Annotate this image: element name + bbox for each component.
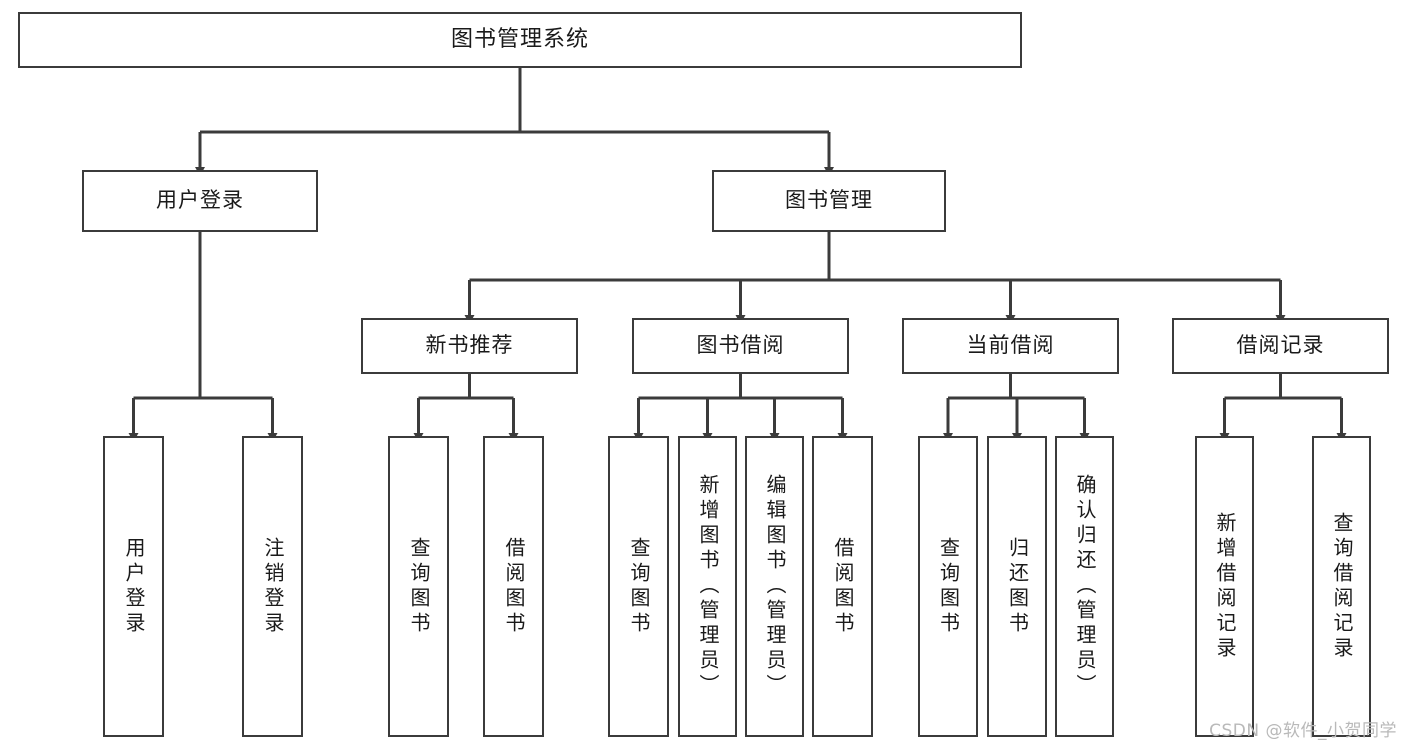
- node-label: 查询图书: [936, 536, 961, 637]
- node-leaf-user-login[interactable]: 用户登录: [103, 436, 164, 737]
- node-leaf-query-book-borrow[interactable]: 查询图书: [608, 436, 669, 737]
- node-leaf-return-book[interactable]: 归还图书: [987, 436, 1047, 737]
- node-label: 借阅图书: [831, 536, 855, 637]
- node-label: 借阅图书: [502, 536, 526, 637]
- node-borrow-record[interactable]: 借阅记录: [1172, 318, 1389, 374]
- node-leaf-query-borrow-record[interactable]: 查询借阅记录: [1312, 436, 1371, 737]
- node-leaf-add-borrow-record[interactable]: 新增借阅记录: [1195, 436, 1254, 737]
- node-label: 当前借阅: [966, 333, 1055, 358]
- node-leaf-logout[interactable]: 注销登录: [242, 436, 303, 737]
- node-label: 用户登录: [122, 536, 146, 637]
- node-leaf-add-book-admin[interactable]: 新增图书（管理员）: [678, 436, 737, 737]
- node-leaf-borrow-book-recommend[interactable]: 借阅图书: [483, 436, 544, 737]
- node-label: 编辑图书（管理员）: [763, 474, 787, 699]
- node-label: 新书推荐: [425, 333, 514, 358]
- node-book-borrow[interactable]: 图书借阅: [632, 318, 849, 374]
- node-book-management[interactable]: 图书管理: [712, 170, 946, 232]
- node-current-borrow[interactable]: 当前借阅: [902, 318, 1119, 374]
- node-leaf-query-book-recommend[interactable]: 查询图书: [388, 436, 449, 737]
- node-label: 归还图书: [1005, 536, 1030, 637]
- node-label: 图书管理系统: [450, 26, 589, 52]
- node-label: 确认归还（管理员）: [1073, 474, 1097, 699]
- csdn-watermark: CSDN @软件_小贺同学: [1209, 721, 1397, 741]
- node-label: 新增借阅记录: [1213, 511, 1237, 662]
- node-user-login[interactable]: 用户登录: [82, 170, 318, 232]
- node-root-book-management-system[interactable]: 图书管理系统: [18, 12, 1022, 68]
- node-label: 用户登录: [156, 188, 244, 213]
- node-label: 新增图书（管理员）: [696, 474, 720, 699]
- node-leaf-query-book-current[interactable]: 查询图书: [918, 436, 978, 737]
- node-new-book-recommend[interactable]: 新书推荐: [361, 318, 578, 374]
- node-label: 图书借阅: [696, 333, 785, 358]
- node-label: 查询图书: [407, 536, 431, 637]
- node-leaf-borrow-book-borrow[interactable]: 借阅图书: [812, 436, 873, 737]
- node-label: 查询图书: [627, 536, 651, 637]
- node-label: 注销登录: [261, 536, 285, 637]
- node-leaf-edit-book-admin[interactable]: 编辑图书（管理员）: [745, 436, 804, 737]
- node-label: 借阅记录: [1236, 333, 1325, 358]
- node-label: 查询借阅记录: [1330, 511, 1354, 662]
- node-label: 图书管理: [785, 188, 873, 213]
- node-leaf-confirm-return-admin[interactable]: 确认归还（管理员）: [1055, 436, 1114, 737]
